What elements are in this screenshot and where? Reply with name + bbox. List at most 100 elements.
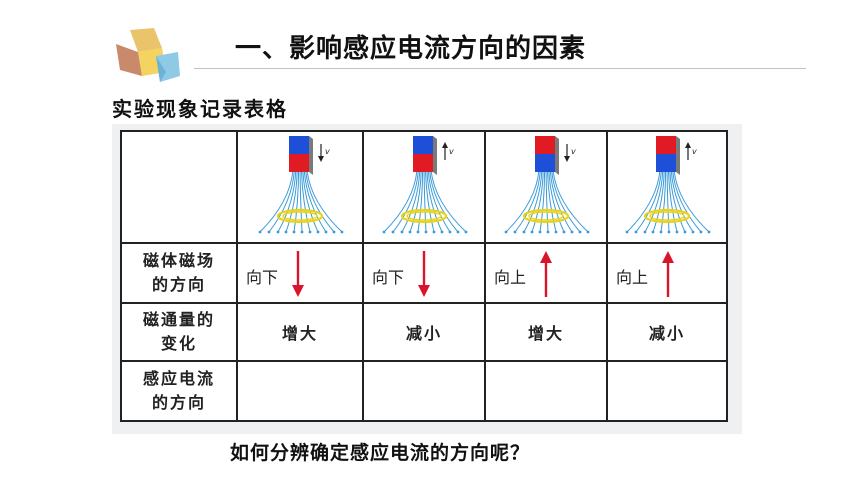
field-line-tip — [300, 230, 304, 234]
field-line-tip — [513, 230, 517, 234]
field-line — [673, 169, 710, 233]
field-line-tip — [316, 230, 320, 234]
row-label-induced-current: 感应电流 的方向 — [120, 360, 238, 422]
field-line — [545, 169, 549, 233]
arrow-icon — [540, 251, 552, 297]
field-line — [669, 169, 686, 233]
field-line-tip — [424, 230, 428, 234]
field-line-tip — [391, 230, 395, 234]
magnet-top-pole — [289, 136, 309, 154]
magnet-bottom-pole — [413, 154, 433, 172]
field-line — [299, 169, 303, 233]
induced-current-cell[interactable] — [606, 360, 728, 422]
field-line-tip — [332, 230, 336, 234]
field-line — [426, 169, 443, 233]
magnet-diagram-cell: v — [236, 130, 364, 244]
velocity-arrow-icon — [685, 142, 691, 160]
arrow-head — [292, 285, 304, 297]
arrow-head — [662, 251, 674, 263]
field-line — [670, 169, 694, 233]
coil-ring — [528, 211, 564, 221]
coil-ring — [282, 211, 318, 221]
field-line-tip — [707, 230, 711, 234]
row-label-field-direction: 磁体磁场 的方向 — [120, 242, 238, 304]
magnet-diagram: v — [504, 136, 590, 234]
field-line-tip — [546, 230, 550, 234]
coil-ring — [522, 208, 570, 224]
velocity-label: v — [325, 147, 330, 156]
field-line-tip — [570, 230, 574, 234]
field-line-tip — [562, 230, 566, 234]
magnet-diagram: v — [258, 136, 344, 234]
field-line — [277, 169, 297, 233]
field-line-tip — [464, 230, 468, 234]
table-row-induced-current: 感应电流 的方向 — [120, 360, 728, 422]
field-direction-cell: 向下 — [236, 242, 364, 304]
field-line-tip — [324, 230, 328, 234]
field-line — [259, 169, 294, 233]
velocity-label: v — [692, 147, 697, 156]
field-line — [644, 169, 664, 233]
field-line — [667, 169, 678, 233]
field-line — [417, 169, 424, 233]
field-lines — [382, 169, 468, 234]
magnet-diagram-cell: v — [606, 130, 728, 244]
magnet-bottom-pole — [535, 154, 555, 172]
coil-ring — [649, 211, 685, 221]
record-table: v v v v 磁体磁场 的方向 向下 向下 向上 向上 — [120, 130, 728, 422]
footer-question: 如何分辨确定感应电流的方向呢？ — [230, 442, 531, 464]
magnet-top-pole — [413, 136, 433, 154]
field-line — [539, 169, 546, 233]
field-line — [293, 169, 300, 233]
field-line — [302, 169, 319, 233]
field-line-tip — [667, 230, 671, 234]
induced-current-cell[interactable] — [236, 360, 364, 422]
magnet-side — [676, 136, 680, 175]
magnet-top-pole — [535, 136, 555, 154]
page-title: 一、影响感应电流方向的因素 — [235, 34, 587, 64]
field-line-tip — [691, 230, 695, 234]
title-divider — [194, 68, 806, 69]
field-line — [383, 169, 418, 233]
table-row-flux-change: 磁通量的 变化 增大 减小 增大 减小 — [120, 302, 728, 362]
induced-current-cell[interactable] — [362, 360, 486, 422]
field-line-tip — [276, 230, 280, 234]
coil-ring — [400, 208, 448, 224]
field-direction-text: 向下 — [246, 268, 279, 287]
induced-current-cell[interactable] — [484, 360, 608, 422]
arrow-icon — [418, 251, 430, 297]
field-lines — [625, 169, 711, 234]
velocity-label: v — [449, 147, 454, 156]
field-line-tip — [258, 230, 262, 234]
table-row-field-direction: 磁体磁场 的方向 向下 向下 向上 向上 — [120, 242, 728, 304]
field-line — [552, 169, 589, 233]
field-line — [551, 169, 581, 233]
field-line-tip — [267, 230, 271, 234]
magnet-top-pole — [656, 136, 676, 154]
field-direction-text: 向上 — [494, 268, 527, 287]
field-line-tip — [408, 230, 412, 234]
field-line — [401, 169, 421, 233]
field-line-tip — [530, 230, 534, 234]
field-direction-text: 向下 — [372, 268, 405, 287]
field-line — [548, 169, 565, 233]
field-line — [531, 169, 544, 233]
field-line-tip — [586, 230, 590, 234]
arrow-icon — [662, 251, 674, 297]
field-direction-text: 向上 — [616, 268, 649, 287]
field-line — [635, 169, 662, 233]
field-line — [427, 169, 451, 233]
table-corner-cell — [120, 130, 238, 244]
field-line — [505, 169, 540, 233]
field-line-tip — [292, 230, 296, 234]
field-line — [429, 169, 459, 233]
arrow-head — [540, 251, 552, 263]
field-line-tip — [538, 230, 542, 234]
field-line-tip — [643, 230, 647, 234]
field-line — [430, 169, 467, 233]
field-line — [672, 169, 702, 233]
magnet-side — [555, 136, 559, 175]
velocity-arrow-icon — [442, 142, 448, 160]
magnet-diagram-cell: v — [362, 130, 486, 244]
field-line-tip — [651, 230, 655, 234]
